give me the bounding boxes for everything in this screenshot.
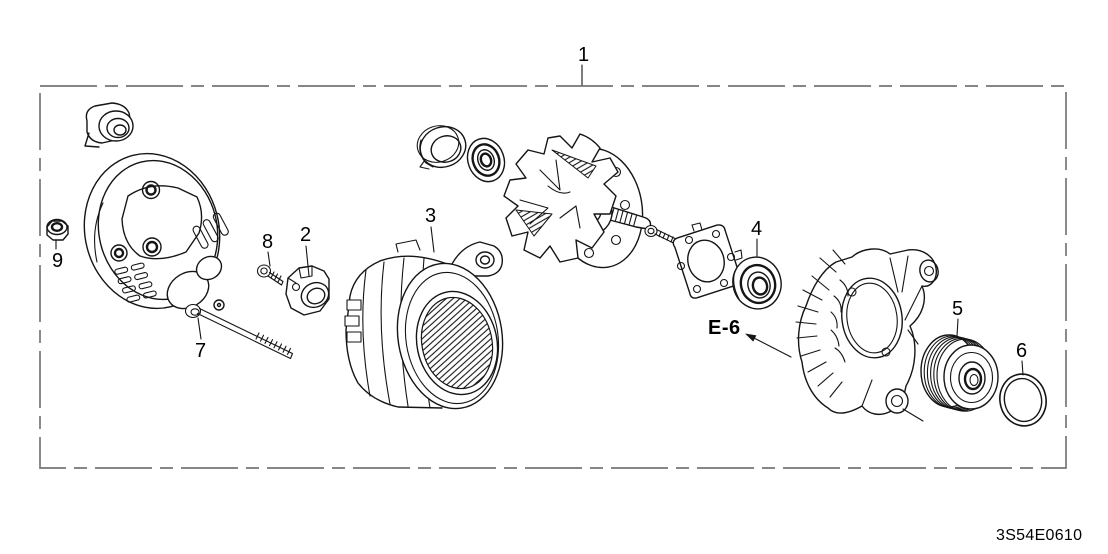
brush-holder-drawing [285,265,330,316]
pulley-drawing [920,334,999,412]
nut-drawing [46,218,69,241]
cooling-fins [795,249,849,398]
through-bolt-drawing [184,303,294,360]
rotor-drawing [503,133,652,269]
front-bracket-drawing [795,248,939,422]
bearing-retainer-ring-drawing [416,125,467,170]
callout-4: 4 [751,218,763,240]
stator-drawing [344,239,504,410]
o-ring-drawing [999,373,1047,427]
e6-reference-label: E-6 [708,317,741,339]
callout-5: 5 [952,298,964,320]
callout-6: 6 [1016,340,1028,362]
plate-screw-drawing [644,224,677,245]
bearing-retainer-plate-drawing [672,222,743,299]
terminal-screw-drawing [256,264,284,286]
callout-2: 2 [300,224,312,246]
assembly-boundary-box [39,85,1067,469]
terminal-cap-drawing [84,102,134,148]
callout-7: 7 [195,340,207,362]
callout-leader-lines [55,64,1024,376]
e6-reference-arrow [745,333,792,358]
callout-9: 9 [52,250,64,272]
figure-code: 3S54E0610 [996,527,1083,544]
rear-bearing-drawing [466,137,506,183]
callout-3: 3 [425,205,437,227]
front-bearing-drawing [732,256,782,310]
rear-cover-drawing [83,152,229,311]
callout-1: 1 [578,44,590,66]
callout-8: 8 [262,231,274,253]
